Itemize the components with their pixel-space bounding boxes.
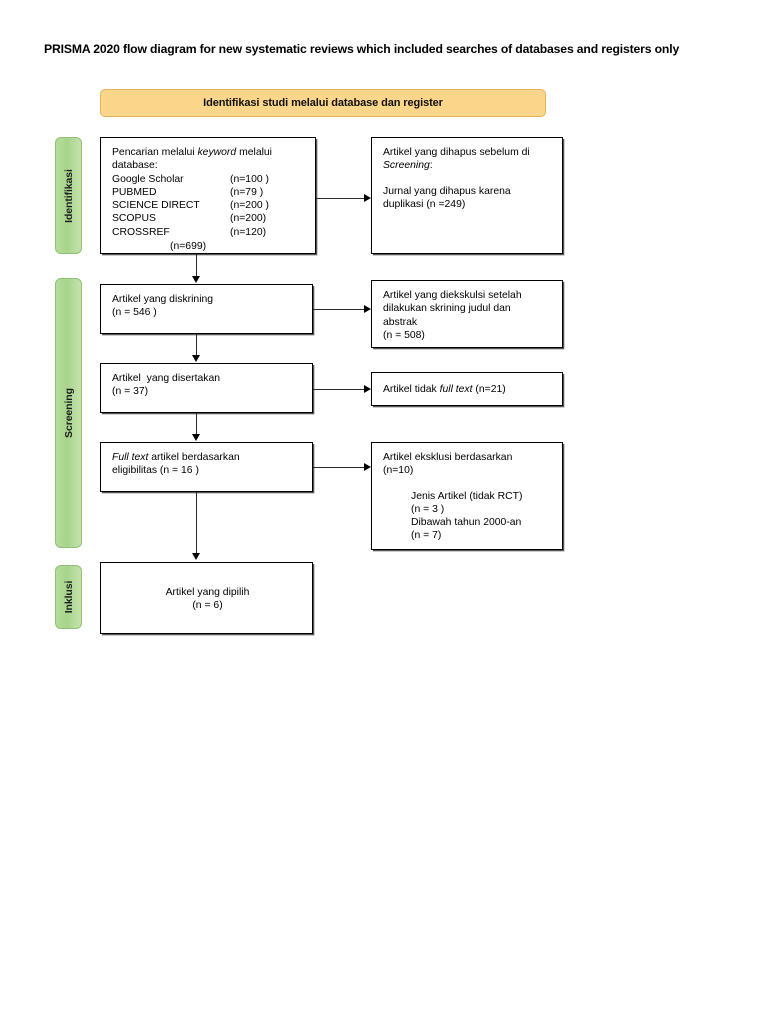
- connector-eligibility-to-excluded: [313, 467, 364, 468]
- box-removed-before-screening: Artikel yang dihapus sebelum di Screenin…: [371, 137, 563, 254]
- database-row: Google Scholar (n=100 ): [112, 173, 306, 186]
- page-title: PRISMA 2020 flow diagram for new systema…: [44, 42, 680, 56]
- excluded-elig-reason1: Jenis Artikel (tidak RCT): [411, 490, 523, 502]
- identification-banner: Identifikasi studi melalui database dan …: [100, 89, 546, 117]
- retrieved-line1: Artikel yang disertakan: [112, 373, 221, 384]
- box-articles-screened: Artikel yang diskrining (n = 546 ): [100, 284, 313, 334]
- database-name: PUBMED: [112, 186, 157, 198]
- database-row: PUBMED (n=79 ): [112, 186, 306, 199]
- connector-screened-to-excluded: [313, 309, 364, 310]
- database-count: (n=100 ): [230, 173, 269, 185]
- final-line2: (n = 6): [192, 600, 223, 611]
- box-identification-sources: Pencarian melalui keyword melalui databa…: [100, 137, 316, 254]
- stage-bar-screening: Screening: [55, 278, 82, 548]
- connector-retrieved-to-eligibility: [196, 413, 197, 435]
- database-count: (n=200 ): [230, 200, 269, 212]
- stage-label-identifikasi: Identifikasi: [62, 168, 75, 223]
- arrowhead-down-eligibility: [191, 553, 200, 560]
- screened-line1: Artikel yang diskrining: [112, 294, 214, 305]
- arrowhead-right-excluded-screening: [364, 304, 371, 313]
- excluded-elig-line2: (n=10): [383, 465, 414, 477]
- excluded-screen-line3: abstrak: [383, 316, 418, 328]
- removed-line1: Artikel yang dihapus sebelum di: [383, 147, 530, 158]
- excluded-screen-line4: (n = 508): [383, 329, 425, 341]
- removed-line4: duplikasi (n =249): [383, 198, 466, 210]
- connector-identification-to-screened: [196, 254, 197, 277]
- database-count: (n=120): [230, 226, 267, 238]
- excluded-screen-line2: dilakukan skrining judul dan: [383, 303, 511, 315]
- connector-eligibility-to-final: [196, 492, 197, 554]
- keyword-italic: keyword: [197, 147, 237, 158]
- database-name: SCOPUS: [112, 213, 156, 225]
- stage-bar-identifikasi: Identifikasi: [55, 137, 82, 254]
- database-name: SCIENCE DIRECT: [112, 200, 200, 212]
- box-not-full-text: Artikel tidak full text (n=21): [371, 372, 563, 406]
- excluded-elig-reason1-count: (n = 3 ): [411, 503, 445, 515]
- arrowhead-down-identification: [191, 276, 200, 283]
- excluded-elig-reason2: Dibawah tahun 2000-an: [411, 517, 522, 529]
- arrowhead-right-excluded-eligibility: [364, 462, 371, 471]
- spacer: [383, 173, 553, 185]
- database-name: CROSSREF: [112, 226, 170, 238]
- arrowhead-right-removed: [364, 193, 371, 202]
- stage-label-screening: Screening: [62, 388, 75, 438]
- connector-retrieved-to-nofulltext: [313, 389, 364, 390]
- connector-identification-to-removed: [316, 198, 364, 199]
- arrowhead-right-nofulltext: [364, 384, 371, 393]
- arrowhead-down-retrieved: [191, 434, 200, 441]
- database-count: (n=200): [230, 213, 267, 225]
- box-excluded-by-eligibility: Artikel eksklusi berdasarkan (n=10) Jeni…: [371, 442, 563, 550]
- removed-line3: Jurnal yang dihapus karena: [383, 185, 511, 197]
- screened-line2: (n = 546 ): [112, 307, 157, 319]
- connector-screened-to-retrieved: [196, 334, 197, 356]
- screening-italic: Screening: [383, 160, 430, 172]
- identification-heading-line2: database:: [112, 160, 158, 172]
- stage-label-inklusi: Inklusi: [62, 580, 75, 614]
- box-final-included-articles: Artikel yang dipilih (n = 6): [100, 562, 313, 634]
- box-excluded-after-screening: Artikel yang diekskulsi setelah dilakuka…: [371, 280, 563, 348]
- final-line1: Artikel yang dipilih: [165, 586, 250, 598]
- box-eligibility-assessed: Full text artikel berdasarkan eligibilit…: [100, 442, 313, 492]
- eligibility-line2: eligibilitas (n = 16 ): [112, 465, 199, 477]
- stage-bar-inklusi: Inklusi: [55, 565, 82, 629]
- arrowhead-down-screened: [191, 355, 200, 362]
- full-text-italic: Full text: [112, 452, 149, 463]
- database-row: CROSSREF (n=120): [112, 226, 306, 239]
- database-total-count: (n=699): [170, 241, 207, 253]
- excluded-screen-line1: Artikel yang diekskulsi setelah: [383, 290, 522, 301]
- spacer: [383, 478, 553, 490]
- box-articles-retrieved: Artikel yang disertakan (n = 37): [100, 363, 313, 413]
- no-fulltext-line: Artikel tidak full text (n=21): [383, 384, 506, 396]
- database-name: Google Scholar: [112, 173, 184, 185]
- database-row: SCIENCE DIRECT (n=200 ): [112, 199, 306, 212]
- identification-heading-line1: Pencarian melalui keyword melalui: [112, 147, 272, 158]
- retrieved-line2: (n = 37): [112, 386, 149, 398]
- database-count: (n=79 ): [230, 186, 264, 198]
- identification-banner-label: Identifikasi studi melalui database dan …: [203, 97, 443, 109]
- removed-line2: Screening:: [383, 160, 433, 172]
- full-text-italic: full text: [439, 384, 473, 396]
- excluded-elig-reason2-count: (n = 7): [411, 530, 442, 542]
- eligibility-line1: Full text artikel berdasarkan: [112, 452, 240, 463]
- excluded-elig-line1: Artikel eksklusi berdasarkan: [383, 452, 513, 463]
- database-row: SCOPUS (n=200): [112, 212, 306, 225]
